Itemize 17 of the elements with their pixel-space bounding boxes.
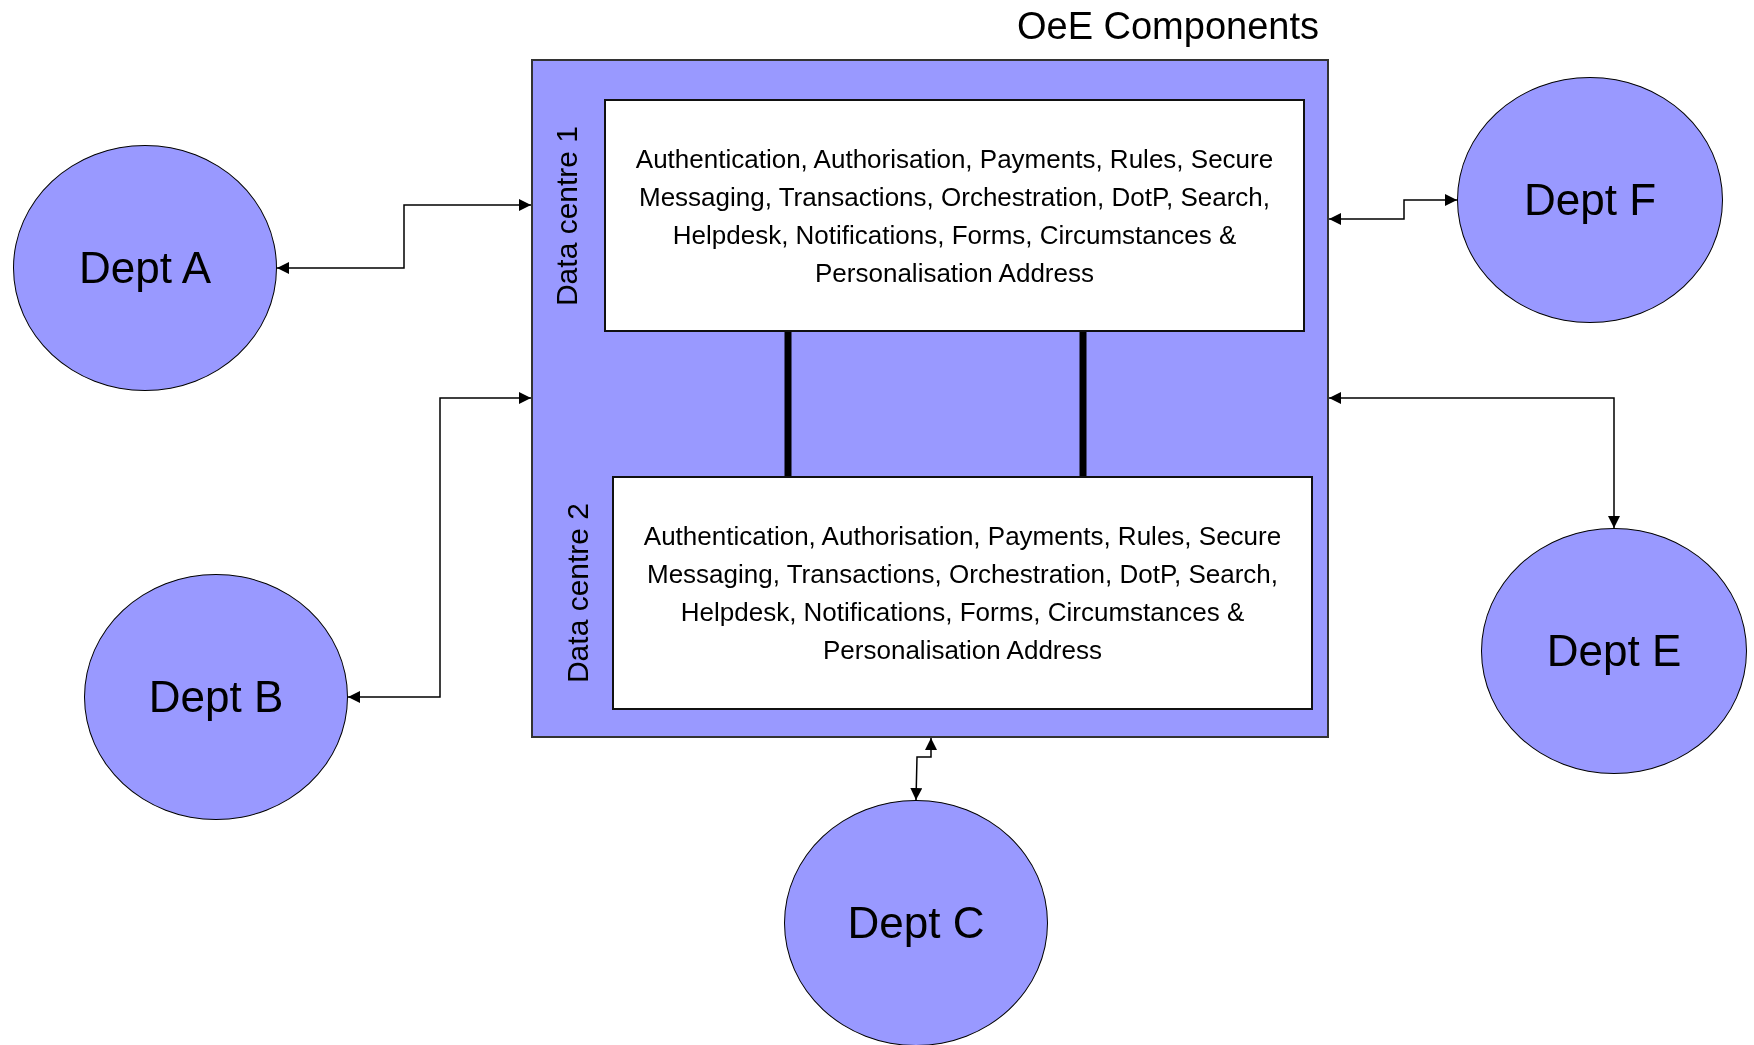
link-bar — [1079, 332, 1087, 476]
component-list: Authentication, Authorisation, Payments, Rules, Secure Messaging, Transactions, Orchestration, DotP, Search, Helpdesk, Notifications, Forms, Circumstances & Personalisation Address — [622, 517, 1303, 669]
connector-arrow — [910, 737, 937, 801]
data-centre-label: Data centre 2 — [561, 502, 595, 684]
connector-arrow — [1328, 392, 1620, 529]
connector-arrow — [1328, 194, 1458, 225]
department-label: Dept C — [847, 898, 985, 948]
data-centre-label: Data centre 1 — [550, 125, 584, 306]
department-label: Dept F — [1523, 175, 1656, 225]
department-label: Dept A — [78, 243, 212, 293]
connector-arrow — [276, 199, 532, 274]
component-list: Authentication, Authorisation, Payments, Rules, Secure Messaging, Transactions, Orchestration, DotP, Search, Helpdesk, Notifications, Forms, Circumstances & Personalisation Address — [614, 139, 1295, 292]
department-label: Dept E — [1546, 626, 1682, 676]
link-bar — [784, 332, 792, 476]
connector-arrow — [347, 392, 532, 703]
department-label: Dept B — [148, 672, 284, 722]
panel-title: OeE Components — [1016, 5, 1319, 48]
